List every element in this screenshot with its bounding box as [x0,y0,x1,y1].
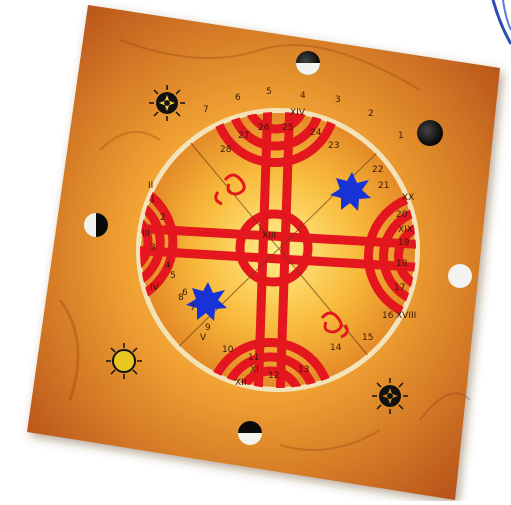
svg-text:14: 14 [330,343,342,353]
svg-text:XVIII: XVIII [396,311,416,321]
svg-text:27: 27 [238,131,249,141]
svg-text:IV: IV [150,283,160,293]
svg-text:1: 1 [398,131,404,141]
svg-text:15: 15 [362,333,373,343]
svg-text:XX: XX [402,193,414,203]
svg-text:XIV: XIV [290,108,306,118]
svg-text:24: 24 [310,128,322,138]
svg-text:2: 2 [368,109,374,119]
svg-text:21: 21 [378,181,389,191]
svg-text:7: 7 [203,105,209,115]
moon-phase-bottom [238,421,262,445]
svg-text:11: 11 [248,353,259,363]
svg-text:10: 10 [222,345,234,355]
svg-text:16: 16 [382,311,394,321]
svg-text:23: 23 [328,141,339,151]
svg-text:6: 6 [182,288,188,298]
svg-text:5: 5 [266,87,272,97]
svg-text:3: 3 [335,95,341,105]
svg-text:II: II [148,181,153,191]
svg-text:XIX: XIX [398,225,413,235]
svg-text:1: 1 [150,195,156,205]
svg-text:9: 9 [205,323,211,333]
svg-text:4: 4 [165,261,171,271]
moon-phase-right [448,264,472,288]
moon-phase-left [84,213,108,237]
svg-text:III: III [142,229,150,239]
svg-text:XII: XII [235,378,246,388]
svg-text:20: 20 [396,210,408,220]
svg-text:4: 4 [300,91,306,101]
svg-text:26: 26 [258,123,270,133]
svg-text:2: 2 [160,213,166,223]
svg-text:XI: XI [250,365,259,375]
svg-text:3: 3 [150,243,156,253]
svg-text:12: 12 [268,371,279,381]
svg-text:7: 7 [190,303,196,313]
svg-text:17: 17 [394,283,405,293]
svg-text:19: 19 [398,238,410,248]
svg-text:22: 22 [372,165,383,175]
svg-text:6: 6 [235,93,241,103]
moon-phase-right-top [417,120,443,146]
corner-logo-icon [493,0,511,44]
svg-text:25: 25 [282,123,293,133]
moon-phase-top [296,51,320,75]
svg-text:5: 5 [170,271,176,281]
svg-text:13: 13 [298,365,309,375]
svg-text:28: 28 [220,145,232,155]
svg-text:V: V [200,333,207,343]
svg-text:18: 18 [396,259,408,269]
svg-text:XIII: XIII [262,231,276,241]
